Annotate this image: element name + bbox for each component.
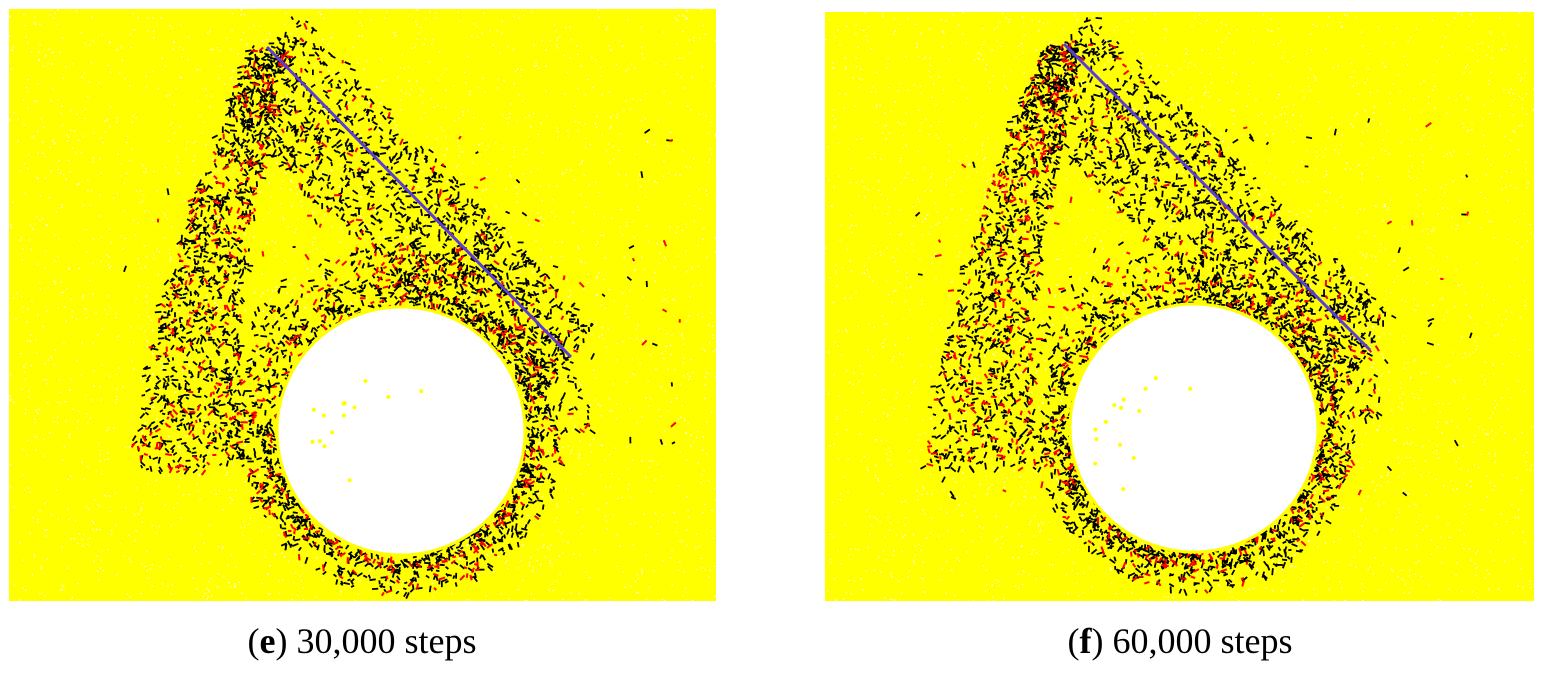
cavity-particle [419, 389, 424, 394]
cavity-particle [330, 430, 335, 435]
cavity-particle [1118, 442, 1123, 447]
cavity-particle [1143, 386, 1148, 391]
cavity-particle [1093, 427, 1098, 432]
cavity-particle [310, 439, 315, 444]
caption-f: (f) 60,000 steps [1067, 621, 1293, 661]
cavity-circle [275, 305, 527, 557]
simulation-panel-e [9, 9, 716, 601]
cavity-particle [341, 413, 346, 418]
cavity-particle [1121, 487, 1126, 492]
tensile-cracks [130, 22, 681, 597]
cavity-inner-dots [310, 379, 424, 483]
cavity-particle [321, 413, 326, 418]
cavity-particle [352, 405, 357, 410]
caption-letter-f: f [1079, 621, 1092, 661]
tensile-cracks [926, 40, 1470, 594]
cavity-particle [1119, 405, 1124, 410]
cavity-particle [1188, 386, 1193, 391]
cavity-particle [1137, 408, 1142, 413]
cavity-particle [1131, 456, 1136, 460]
crack-layer [914, 17, 1473, 596]
caption-e: (e) 30,000 steps [247, 621, 477, 661]
cavity-particle [1093, 461, 1098, 466]
cavity-particle [1121, 397, 1126, 402]
caption-steps-e: 30,000 steps [287, 621, 477, 661]
cavity-inner-dots [1093, 376, 1193, 492]
simulation-image-f [825, 12, 1534, 601]
slip-line [265, 45, 573, 359]
simulation-image-e [9, 9, 716, 601]
cavity-particle [363, 379, 368, 383]
cavity-particle [311, 407, 316, 412]
cavity-particle [1112, 403, 1117, 408]
caption-steps-f: 60,000 steps [1103, 621, 1293, 661]
slip-line [1062, 42, 1372, 352]
cavity-particle [1094, 437, 1099, 442]
cavity-particle [347, 478, 352, 483]
cavity-particle [317, 439, 322, 444]
simulation-panel-f [825, 12, 1534, 601]
cavity-particle [341, 401, 346, 406]
cavity-particle [1104, 419, 1108, 424]
cavity-particle [386, 395, 391, 399]
cavity-circle [1068, 302, 1320, 554]
cavity-particle [322, 444, 327, 449]
caption-letter-e: e [259, 621, 276, 661]
cavity-particle [1153, 376, 1158, 381]
